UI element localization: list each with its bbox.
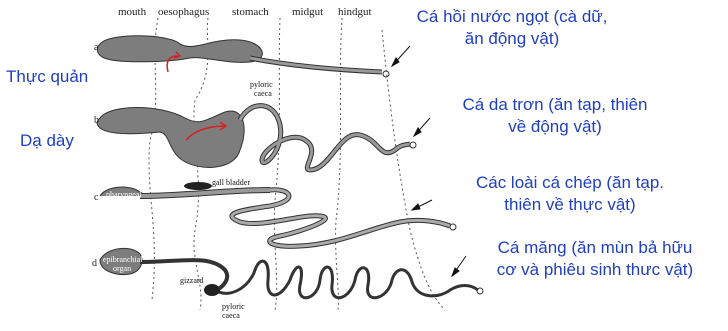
divider-hindgut [382,30,445,310]
label-pharyngeal: pharyngeal [106,190,142,199]
fish-a-line1: Cá hồi nước ngọt (cà dữ, [376,6,648,28]
gut-c [100,182,456,246]
annotation-fish-d: Cá măng (ăn mùn bả hữu cơ và phiêu sinh … [464,237,726,281]
gall-bladder-shape [184,182,212,190]
gut-b-anus [410,142,416,148]
fish-d-line1: Cá măng (ăn mùn bả hữu [464,237,726,259]
gut-b-stomach [97,108,244,168]
label-epibranchial: epibranchial [103,255,143,264]
gut-d-anus [477,288,483,294]
header-mouth: mouth [118,6,146,18]
header-hindgut: hindgut [338,6,372,18]
fish-d-line2: cơ và phiêu sinh thưc vật) [464,259,726,281]
gut-d [100,248,483,297]
label-gall-bladder: gall bladder [212,178,250,187]
label-caeca-b: caeca [254,89,272,98]
annotation-fish-a: Cá hồi nước ngọt (cà dữ, ăn động vật) [376,6,648,50]
row-label-a: a [94,42,98,53]
gut-b [97,106,416,170]
label-pyloric-b: pyloric [250,80,273,89]
fish-b-line1: Cá da trơn (ăn tạp, thiên [420,94,690,116]
label-teeth: teeth [122,199,138,208]
header-stomach: stomach [232,6,269,18]
row-label-c: c [94,192,98,203]
label-organ: organ [113,264,131,273]
label-da-day: Dạ dày [20,130,74,152]
label-caeca: caeca [222,311,240,320]
fish-c-line1: Các loài cá chép (ăn tạp. [440,172,700,194]
pointer-arrows [392,46,466,276]
gut-c-anus [450,224,456,230]
annotation-fish-b: Cá da trơn (ăn tạp, thiên về động vật) [420,94,690,138]
fish-a-line2: ăn động vật) [376,28,648,50]
annotation-fish-c: Các loài cá chép (ăn tạp. thiên về thực … [440,172,700,216]
fish-b-line2: về động vật) [420,116,690,138]
header-midgut: midgut [292,6,323,18]
gizzard-shape [204,284,220,296]
label-thuc-quan: Thực quản [6,66,88,88]
gut-a-anus [383,71,389,77]
row-label-b: b [94,115,99,126]
divider-midgut [336,18,342,310]
row-label-d: d [92,258,97,269]
fish-c-line2: thiên về thực vật) [440,194,700,216]
label-pyloric: pyloric [222,302,245,311]
gut-a-stomach [97,36,262,63]
header-oesophagus: oesophagus [158,6,209,18]
gut-a [97,36,389,77]
label-gizzard: gizzard [180,276,204,285]
